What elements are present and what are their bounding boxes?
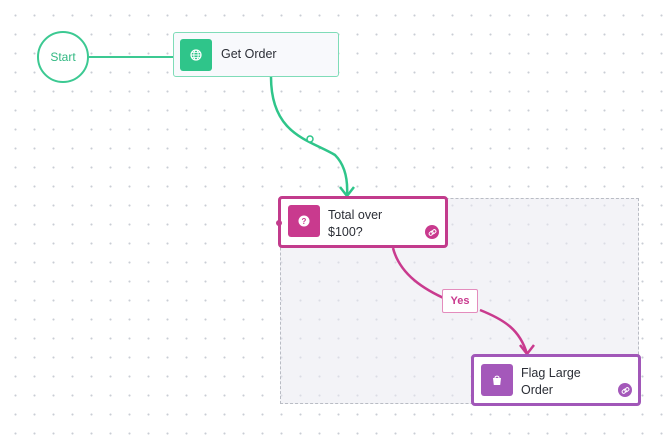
input-handle[interactable] (276, 220, 282, 226)
edge-label-yes[interactable]: Yes (442, 289, 478, 313)
edge-midpoint-handle (306, 135, 314, 143)
node-label: Total over $100? (328, 208, 383, 239)
node-label: Flag Large Order (521, 366, 581, 397)
edge-total-to-flag (391, 247, 529, 355)
svg-text:?: ? (302, 217, 307, 226)
link-icon[interactable] (618, 383, 632, 397)
node-flag-large-order[interactable]: Flag Large Order (471, 354, 641, 406)
link-icon[interactable] (425, 225, 439, 239)
edge-arrowhead-pink (519, 344, 535, 356)
question-icon: ? (288, 205, 320, 237)
node-label: Get Order (221, 47, 277, 61)
globe-icon (180, 38, 212, 71)
edge-get-order-to-total (269, 76, 349, 197)
node-get-order[interactable]: Get Order (173, 32, 339, 77)
start-label: Start (50, 50, 76, 64)
shopping-bag-icon (481, 364, 513, 396)
node-total-over[interactable]: ? Total over $100? (276, 196, 448, 248)
start-node[interactable]: Start (37, 31, 89, 83)
